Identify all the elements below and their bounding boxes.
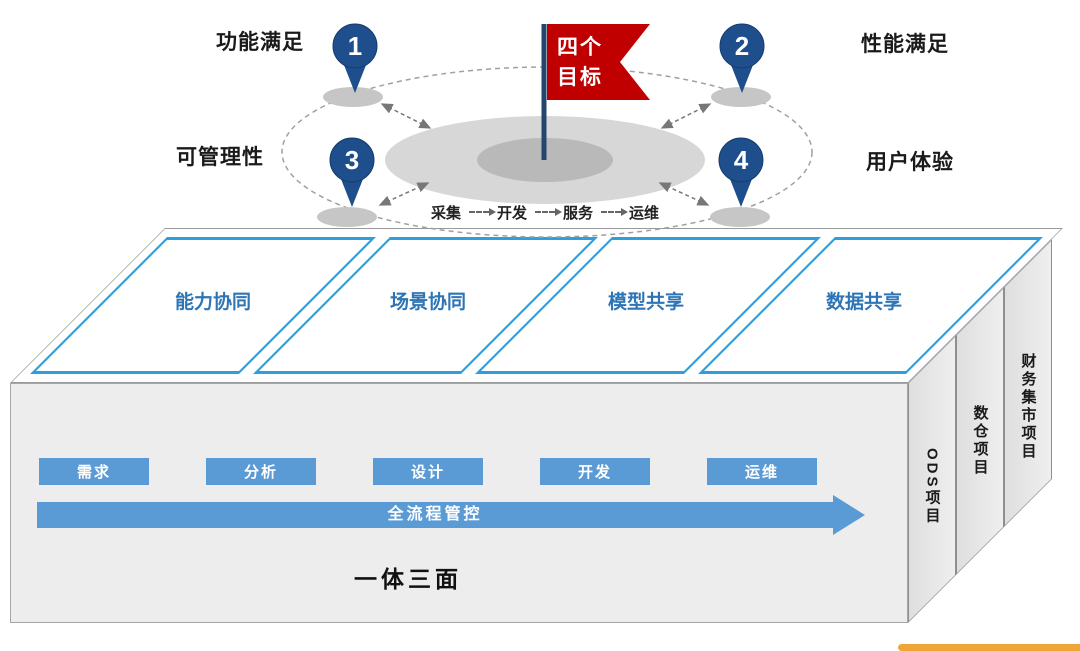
pin-shadow-4 — [710, 207, 770, 227]
process-step-operate: 运维 — [629, 204, 660, 222]
stage-button-operations: 运维 — [707, 458, 817, 485]
process-step-collect: 采集 — [430, 204, 461, 222]
dashed-connector-arrow-4 — [658, 182, 710, 206]
goal-pin-2: 2 — [719, 23, 765, 93]
flow-arrow-head-icon — [833, 495, 865, 535]
dashed-arrow-icon — [468, 208, 496, 216]
goal-label-functionality: 功能满足 — [216, 31, 304, 54]
flow-arrow-label: 全流程管控 — [387, 506, 483, 523]
dashed-arrow-icon — [601, 208, 629, 216]
panel-label-model-sharing: 模型共享 — [607, 292, 684, 313]
dashed-connector-arrow-1 — [380, 103, 432, 129]
stage-button-row: 需求 分析 设计 开发 运维 — [39, 458, 817, 486]
flag-text-line1: 四个 — [557, 36, 603, 59]
four-goals-flag-icon — [547, 24, 650, 100]
stage-button-design: 设计 — [373, 458, 483, 485]
stage-button-analysis: 分析 — [206, 458, 316, 485]
pin-shadow-2 — [711, 87, 771, 107]
orbit-dashed-ellipse — [281, 66, 813, 238]
goal-pin-4-number: 4 — [734, 145, 749, 175]
process-flow-row: 采集 开发 服务 运维 — [380, 202, 710, 222]
panel-label-data-sharing: 数据共享 — [825, 292, 902, 313]
panel-label-capability-collaboration: 能力协同 — [174, 292, 251, 313]
goal-pin-1-number: 1 — [348, 31, 362, 61]
panel-label-scenario-collaboration: 场景协同 — [389, 292, 466, 313]
goal-pin-4: 4 — [718, 137, 764, 207]
side-panel-label-finance-mart-project: 财务集市项目 — [1019, 352, 1037, 461]
goals-orbit-graphic: 四个 目标 1 2 3 4 — [281, 23, 813, 238]
goal-pin-2-number: 2 — [735, 31, 749, 61]
goal-label-user-experience: 用户体验 — [866, 151, 954, 174]
flow-arrow-body — [37, 502, 833, 528]
decorative-orange-strip — [898, 644, 1080, 651]
pin-shadow-1 — [323, 87, 383, 107]
goal-pin-3-number: 3 — [345, 145, 359, 175]
dashed-arrow-icon — [535, 208, 562, 216]
dashed-connector-arrow-3 — [378, 182, 430, 206]
goal-pin-3: 3 — [329, 137, 375, 207]
dashed-connector-arrow-2 — [660, 103, 712, 129]
goal-pin-1: 1 — [332, 23, 378, 93]
pin-shadow-3 — [317, 207, 377, 227]
box-front-face: 需求 分析 设计 开发 运维 全流程管控 一体三面 — [10, 383, 908, 623]
caption-one-body-three-faces: 一体三面 — [354, 566, 462, 592]
full-process-control-arrow: 全流程管控 — [37, 495, 865, 535]
side-panel-label-data-warehouse-project: 数仓项目 — [971, 405, 989, 477]
process-step-develop: 开发 — [496, 204, 527, 222]
side-panel-label-ods-project: ODS项目 — [923, 448, 941, 526]
stage-button-development: 开发 — [540, 458, 650, 485]
goal-label-performance: 性能满足 — [861, 33, 949, 56]
goal-label-manageability: 可管理性 — [176, 146, 264, 169]
process-step-serve: 服务 — [563, 204, 594, 222]
flag-text-line2: 目标 — [557, 65, 603, 89]
stage-button-requirements: 需求 — [39, 458, 149, 485]
